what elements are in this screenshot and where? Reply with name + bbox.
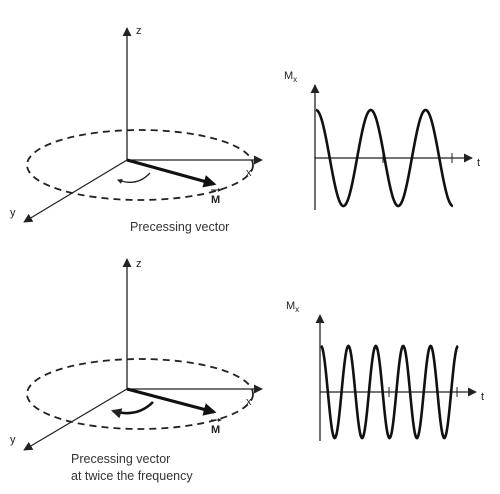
magnetization-vector — [126, 158, 217, 188]
rotation-arrow — [111, 401, 154, 419]
z-axis-label: z — [136, 258, 142, 270]
mx-waveform — [315, 108, 454, 208]
bottom-waveform-plot: Mx t — [286, 300, 484, 441]
y-axis — [23, 388, 128, 451]
x-axis-label: x — [246, 396, 252, 408]
z-axis-label: z — [136, 25, 142, 37]
magnetization-vector — [126, 387, 217, 416]
caption-line: Precessing vector — [71, 452, 170, 466]
bottom-3d-diagram: z x y M Precessing vector at twice the f… — [10, 258, 263, 483]
y-axis-label: y — [10, 207, 16, 219]
vector-label: M — [211, 194, 220, 206]
x-axis-label: x — [246, 167, 252, 179]
plot-xlabel: t — [481, 391, 484, 403]
plot-ylabel: Mx — [286, 300, 299, 314]
top-waveform-plot: Mx t — [284, 70, 480, 210]
plot-ticks — [388, 387, 458, 397]
precession-orbit — [26, 358, 254, 430]
bottom-panel: z x y M Precessing vector at twice the f… — [10, 258, 484, 483]
top-panel: z x y M Precessing vector Mx t — [10, 25, 480, 234]
top-3d-diagram: z x y M Precessing vector — [10, 25, 263, 234]
precession-orbit — [26, 129, 254, 201]
y-axis-label: y — [10, 434, 16, 446]
rotation-arrow — [117, 172, 151, 184]
vector-label: M — [211, 424, 220, 436]
y-axis — [23, 159, 128, 223]
mx-waveform — [320, 344, 459, 440]
plot-xlabel: t — [477, 157, 480, 169]
caption-line: at twice the frequency — [71, 469, 193, 483]
caption-line: Precessing vector — [130, 220, 229, 234]
plot-ylabel: Mx — [284, 70, 297, 84]
